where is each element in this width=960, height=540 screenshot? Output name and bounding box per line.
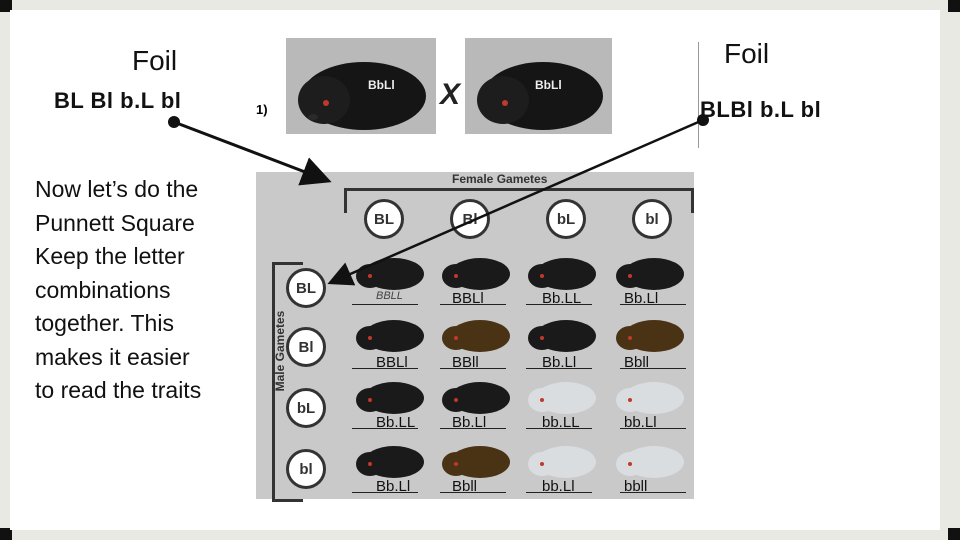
cell-underline [526,304,592,305]
cross-symbol: X [440,78,461,111]
cell-underline [352,368,418,369]
cell-underline [526,492,592,493]
punnett-square: Female Gametes Male Gametes BL Bl bL bl … [256,172,694,502]
offspring-image [528,382,596,414]
offspring-genotype: Bb.LL [376,414,416,431]
offspring-genotype: BBLL [376,290,403,302]
cell-underline [526,428,592,429]
offspring-image [442,446,510,478]
cell-underline [620,492,686,493]
paragraph-line: Punnett Square [35,209,195,236]
offspring-genotype: Bb.Ll [624,290,659,307]
parent1-genotype: BbLl [368,78,395,92]
cell-underline [440,428,506,429]
paragraph-line: Keep the letter [35,243,185,269]
offspring-image [356,382,424,414]
offspring-image [356,320,424,352]
paragraph-line: to read the traits [35,377,202,403]
frame-corner-tl [0,0,12,12]
offspring-genotype: Bb.Ll [452,414,487,431]
offspring-genotype: bb.Ll [542,478,575,495]
offspring-image [616,382,684,414]
offspring-genotype: Bb.Ll [542,354,577,371]
cell-underline [620,428,686,429]
offspring-image [528,258,596,290]
cross-number: 1) [256,102,268,117]
cell-underline [440,304,506,305]
offspring-image [528,320,596,352]
female-bracket [344,188,694,213]
offspring-genotype: BBLl [452,290,484,307]
arrow-to-male-gametes [327,118,704,286]
male-gamete-circle: bl [286,449,326,489]
paragraph-line: together. This [35,310,174,336]
offspring-genotype: BBll [452,354,479,371]
male-gamete-circle: bL [286,388,326,428]
parent2-photo: BbLl [465,38,612,134]
offspring-image [442,320,510,352]
offspring-image [442,258,510,290]
offspring-image [442,382,510,414]
male-gamete-circle: BL [286,268,326,308]
paragraph-line: Now let’s do the [35,176,199,202]
right-gametes-text: BLBl b.L bl [700,97,822,122]
instruction-paragraph: Now let’s do the Punnett Square Keep the… [35,173,250,408]
parent2-genotype: BbLl [535,78,562,92]
offspring-image [616,258,684,290]
offspring-genotype: BBLl [376,354,408,371]
paragraph-line: makes it easier [35,343,190,370]
offspring-genotype: bbll [624,478,648,495]
paragraph-line: combinations [35,276,171,303]
offspring-genotype: Bb.Ll [376,478,411,495]
offspring-genotype: Bbll [452,478,478,495]
offspring-image [616,320,684,352]
cell-underline [620,368,686,369]
cell-underline [440,492,506,493]
arrow-to-female-gametes [173,120,332,186]
cell-underline [526,368,592,369]
left-foil-title: Foil [132,45,178,76]
offspring-genotype: Bbll [624,354,650,371]
guinea-pig-image [298,62,426,130]
cell-underline [440,368,506,369]
female-gamete-circle: BL [364,199,404,239]
offspring-image [528,446,596,478]
frame-corner-tr [948,0,960,12]
female-gamete-circle: bl [632,199,672,239]
offspring-image [356,446,424,478]
cell-underline [620,304,686,305]
offspring-genotype: bb.Ll [624,414,657,431]
parent1-photo: BbLl [286,38,436,134]
frame-corner-bl [0,528,12,540]
cell-underline [352,492,418,493]
left-gametes-text: BL Bl b.L bl [54,88,182,113]
right-bracket-line [698,42,699,148]
offspring-genotype: Bb.LL [542,290,582,307]
right-foil-title: Foil [724,38,770,69]
male-gamete-circle: Bl [286,327,326,367]
male-bracket [272,262,303,502]
offspring-genotype: bb.LL [542,414,580,431]
female-gametes-title: Female Gametes [452,172,548,186]
female-gamete-circle: bL [546,199,586,239]
frame-corner-br [948,528,960,540]
cell-underline [352,428,418,429]
offspring-image [356,258,424,290]
guinea-pig-image [477,62,603,130]
offspring-image [616,446,684,478]
cell-underline [352,304,418,305]
